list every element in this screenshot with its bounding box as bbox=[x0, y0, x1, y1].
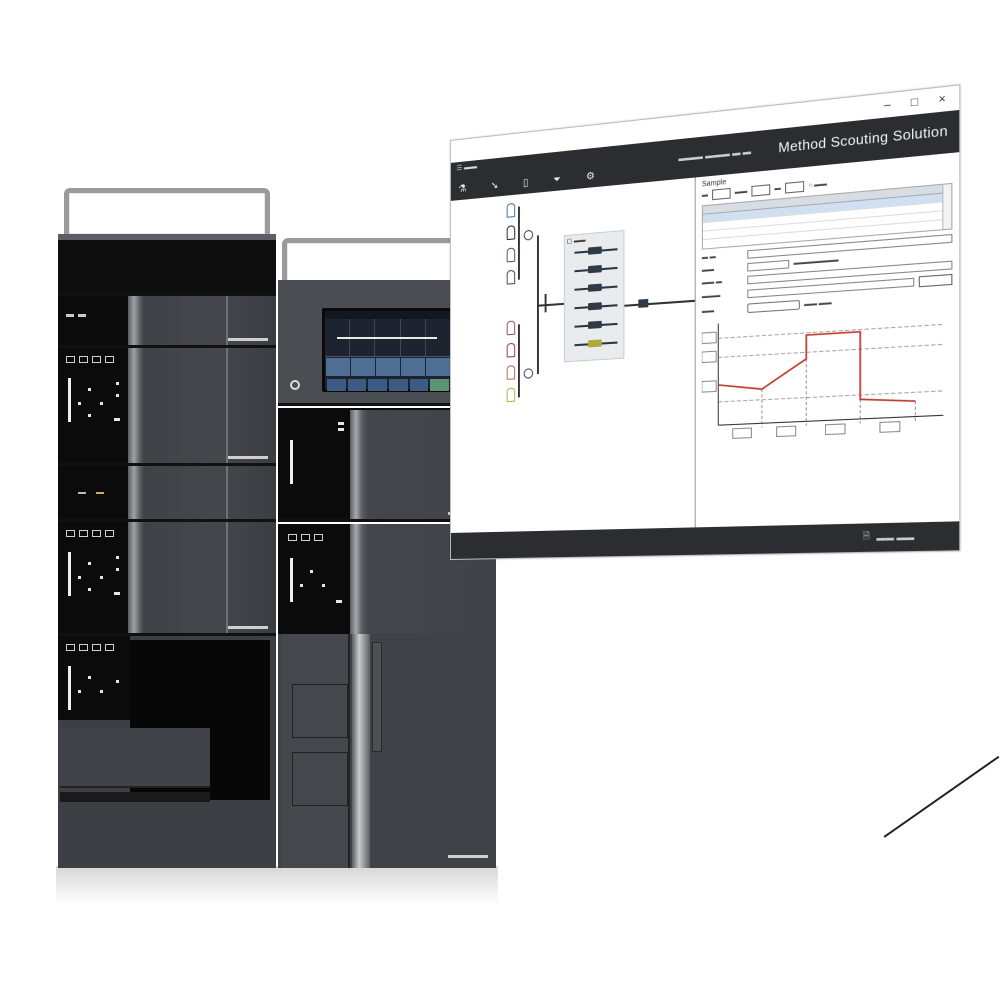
tubing bbox=[518, 207, 519, 280]
tubing bbox=[624, 300, 694, 307]
status-text: ▬▬ ▬▬ bbox=[876, 532, 914, 543]
tray-lip bbox=[58, 234, 276, 240]
keypad-panel bbox=[58, 636, 130, 720]
base-side-panel bbox=[282, 634, 350, 868]
gradient-chart bbox=[702, 304, 953, 445]
pump-module-b bbox=[58, 522, 276, 636]
flow-diagram: ▢ ▬▬ bbox=[451, 178, 695, 533]
properties-panel: Sample ▬ ▬▬ ▬ ○ ▬▬ ▬ ▬ ▬▬▬▬▬▬▬▬▬ ▬▬ ▬ bbox=[695, 152, 960, 527]
filter-icon: ⏷ bbox=[553, 174, 561, 187]
dropdown-select[interactable] bbox=[747, 300, 800, 313]
pointer-icon: ➘ bbox=[491, 180, 499, 193]
solvent-bottle-icon[interactable] bbox=[507, 225, 515, 240]
detector-icon[interactable] bbox=[638, 299, 648, 308]
touch-button[interactable] bbox=[348, 379, 367, 391]
column-icon[interactable] bbox=[574, 286, 617, 291]
solvent-bottle-icon[interactable] bbox=[507, 387, 515, 402]
sample-field[interactable] bbox=[751, 184, 770, 196]
ribbon-tool-pointer[interactable]: ➘ bbox=[491, 180, 499, 193]
pump-module-a bbox=[58, 348, 276, 466]
solvent-bottle-icon[interactable] bbox=[507, 270, 515, 285]
solvent-bottle-icon[interactable] bbox=[507, 343, 515, 358]
table-scrollbar[interactable] bbox=[942, 184, 951, 229]
module-door[interactable] bbox=[128, 522, 276, 633]
seam bbox=[226, 466, 228, 519]
flask-icon: ⚗ bbox=[458, 183, 466, 196]
module-door[interactable] bbox=[128, 348, 276, 463]
maximize-button[interactable]: □ bbox=[911, 95, 918, 109]
sample-drawer[interactable] bbox=[60, 728, 210, 788]
solvent-bottle-icon[interactable] bbox=[507, 321, 515, 336]
solvent-bottle-icon[interactable] bbox=[507, 247, 515, 262]
model-label bbox=[228, 456, 268, 459]
tubing bbox=[518, 324, 519, 397]
valve-module bbox=[58, 466, 276, 522]
ribbon-tool-flask[interactable]: ⚗ bbox=[458, 183, 466, 196]
access-panel[interactable] bbox=[292, 752, 348, 806]
solvent-bottle-icon[interactable] bbox=[507, 365, 515, 380]
document-icon: 🗎 bbox=[863, 530, 870, 545]
bottle-icon: ▯ bbox=[523, 177, 528, 190]
software-display: – □ × ☰ ▬▬ ⚗ ➘ ▯ ⏷ ⚙ ▬▬▬ ▬▬▬ ▬ ▬ Method … bbox=[430, 120, 990, 600]
degasser-module bbox=[58, 296, 276, 348]
pump-a-icon[interactable] bbox=[524, 230, 533, 241]
software-window: – □ × ☰ ▬▬ ⚗ ➘ ▯ ⏷ ⚙ ▬▬▬ ▬▬▬ ▬ ▬ Method … bbox=[450, 84, 960, 560]
ribbon-subtitle: ▬▬▬ ▬▬▬ ▬ ▬ bbox=[678, 147, 751, 164]
app-title: Method Scouting Solution bbox=[778, 122, 948, 155]
minimize-button[interactable]: – bbox=[884, 98, 891, 112]
column-switching-box[interactable]: ▢ ▬▬ bbox=[564, 230, 625, 362]
gradient-plot bbox=[702, 304, 949, 445]
injector-icon[interactable] bbox=[545, 294, 547, 313]
keypad-panel bbox=[58, 348, 128, 463]
pump-b-icon[interactable] bbox=[524, 368, 533, 379]
column-icon[interactable] bbox=[574, 342, 617, 346]
ribbon-tool-bottle[interactable]: ▯ bbox=[523, 177, 528, 190]
sample-field[interactable] bbox=[785, 181, 804, 194]
module-door[interactable] bbox=[128, 466, 276, 519]
model-label bbox=[228, 338, 268, 341]
column-icon[interactable] bbox=[574, 248, 617, 253]
drawer-gap bbox=[60, 792, 210, 802]
column-box-header: ▢ ▬▬ bbox=[565, 231, 624, 247]
front-panel bbox=[58, 296, 128, 345]
surface-edge-line bbox=[884, 756, 1000, 838]
touch-button[interactable] bbox=[327, 379, 346, 391]
column-icon[interactable] bbox=[574, 304, 617, 309]
solvent-bottle-icon[interactable] bbox=[507, 203, 515, 218]
door-latch[interactable] bbox=[372, 642, 382, 752]
ribbon-tool-settings[interactable]: ⚙ bbox=[586, 171, 595, 184]
seam bbox=[226, 522, 228, 633]
browse-button[interactable] bbox=[919, 274, 953, 287]
front-panel bbox=[58, 466, 128, 519]
touch-button[interactable] bbox=[389, 379, 408, 391]
solvent-tray bbox=[58, 234, 276, 296]
column-icon[interactable] bbox=[574, 267, 617, 272]
sample-field[interactable] bbox=[712, 188, 731, 200]
flow-path bbox=[337, 337, 437, 339]
touch-button[interactable] bbox=[368, 379, 387, 391]
autosampler-module bbox=[58, 636, 276, 868]
touch-button[interactable] bbox=[410, 379, 429, 391]
keypad-panel bbox=[58, 522, 128, 633]
checkbox-option[interactable]: ○ ▬▬ bbox=[808, 181, 827, 189]
window-body: ▢ ▬▬ Sample ▬ ▬▬ ▬ ○ ▬▬ bbox=[451, 152, 959, 533]
model-label bbox=[228, 626, 268, 629]
access-panel[interactable] bbox=[292, 684, 348, 738]
text-input[interactable] bbox=[747, 260, 789, 272]
carry-handle bbox=[64, 188, 270, 234]
base-module bbox=[278, 634, 496, 868]
instrument-tower-left bbox=[58, 188, 278, 868]
power-button-icon[interactable] bbox=[290, 380, 300, 390]
tubing bbox=[537, 303, 566, 307]
floor-shadow bbox=[56, 866, 498, 906]
seam bbox=[226, 348, 228, 463]
settings-icon: ⚙ bbox=[586, 171, 595, 184]
model-label bbox=[448, 855, 488, 858]
ribbon-tool-filter[interactable]: ⏷ bbox=[553, 174, 561, 187]
column-icon[interactable] bbox=[574, 323, 617, 327]
close-button[interactable]: × bbox=[938, 93, 945, 107]
app-logo-icon: ☰ ▬▬ bbox=[456, 162, 477, 172]
door-edge bbox=[352, 634, 370, 868]
